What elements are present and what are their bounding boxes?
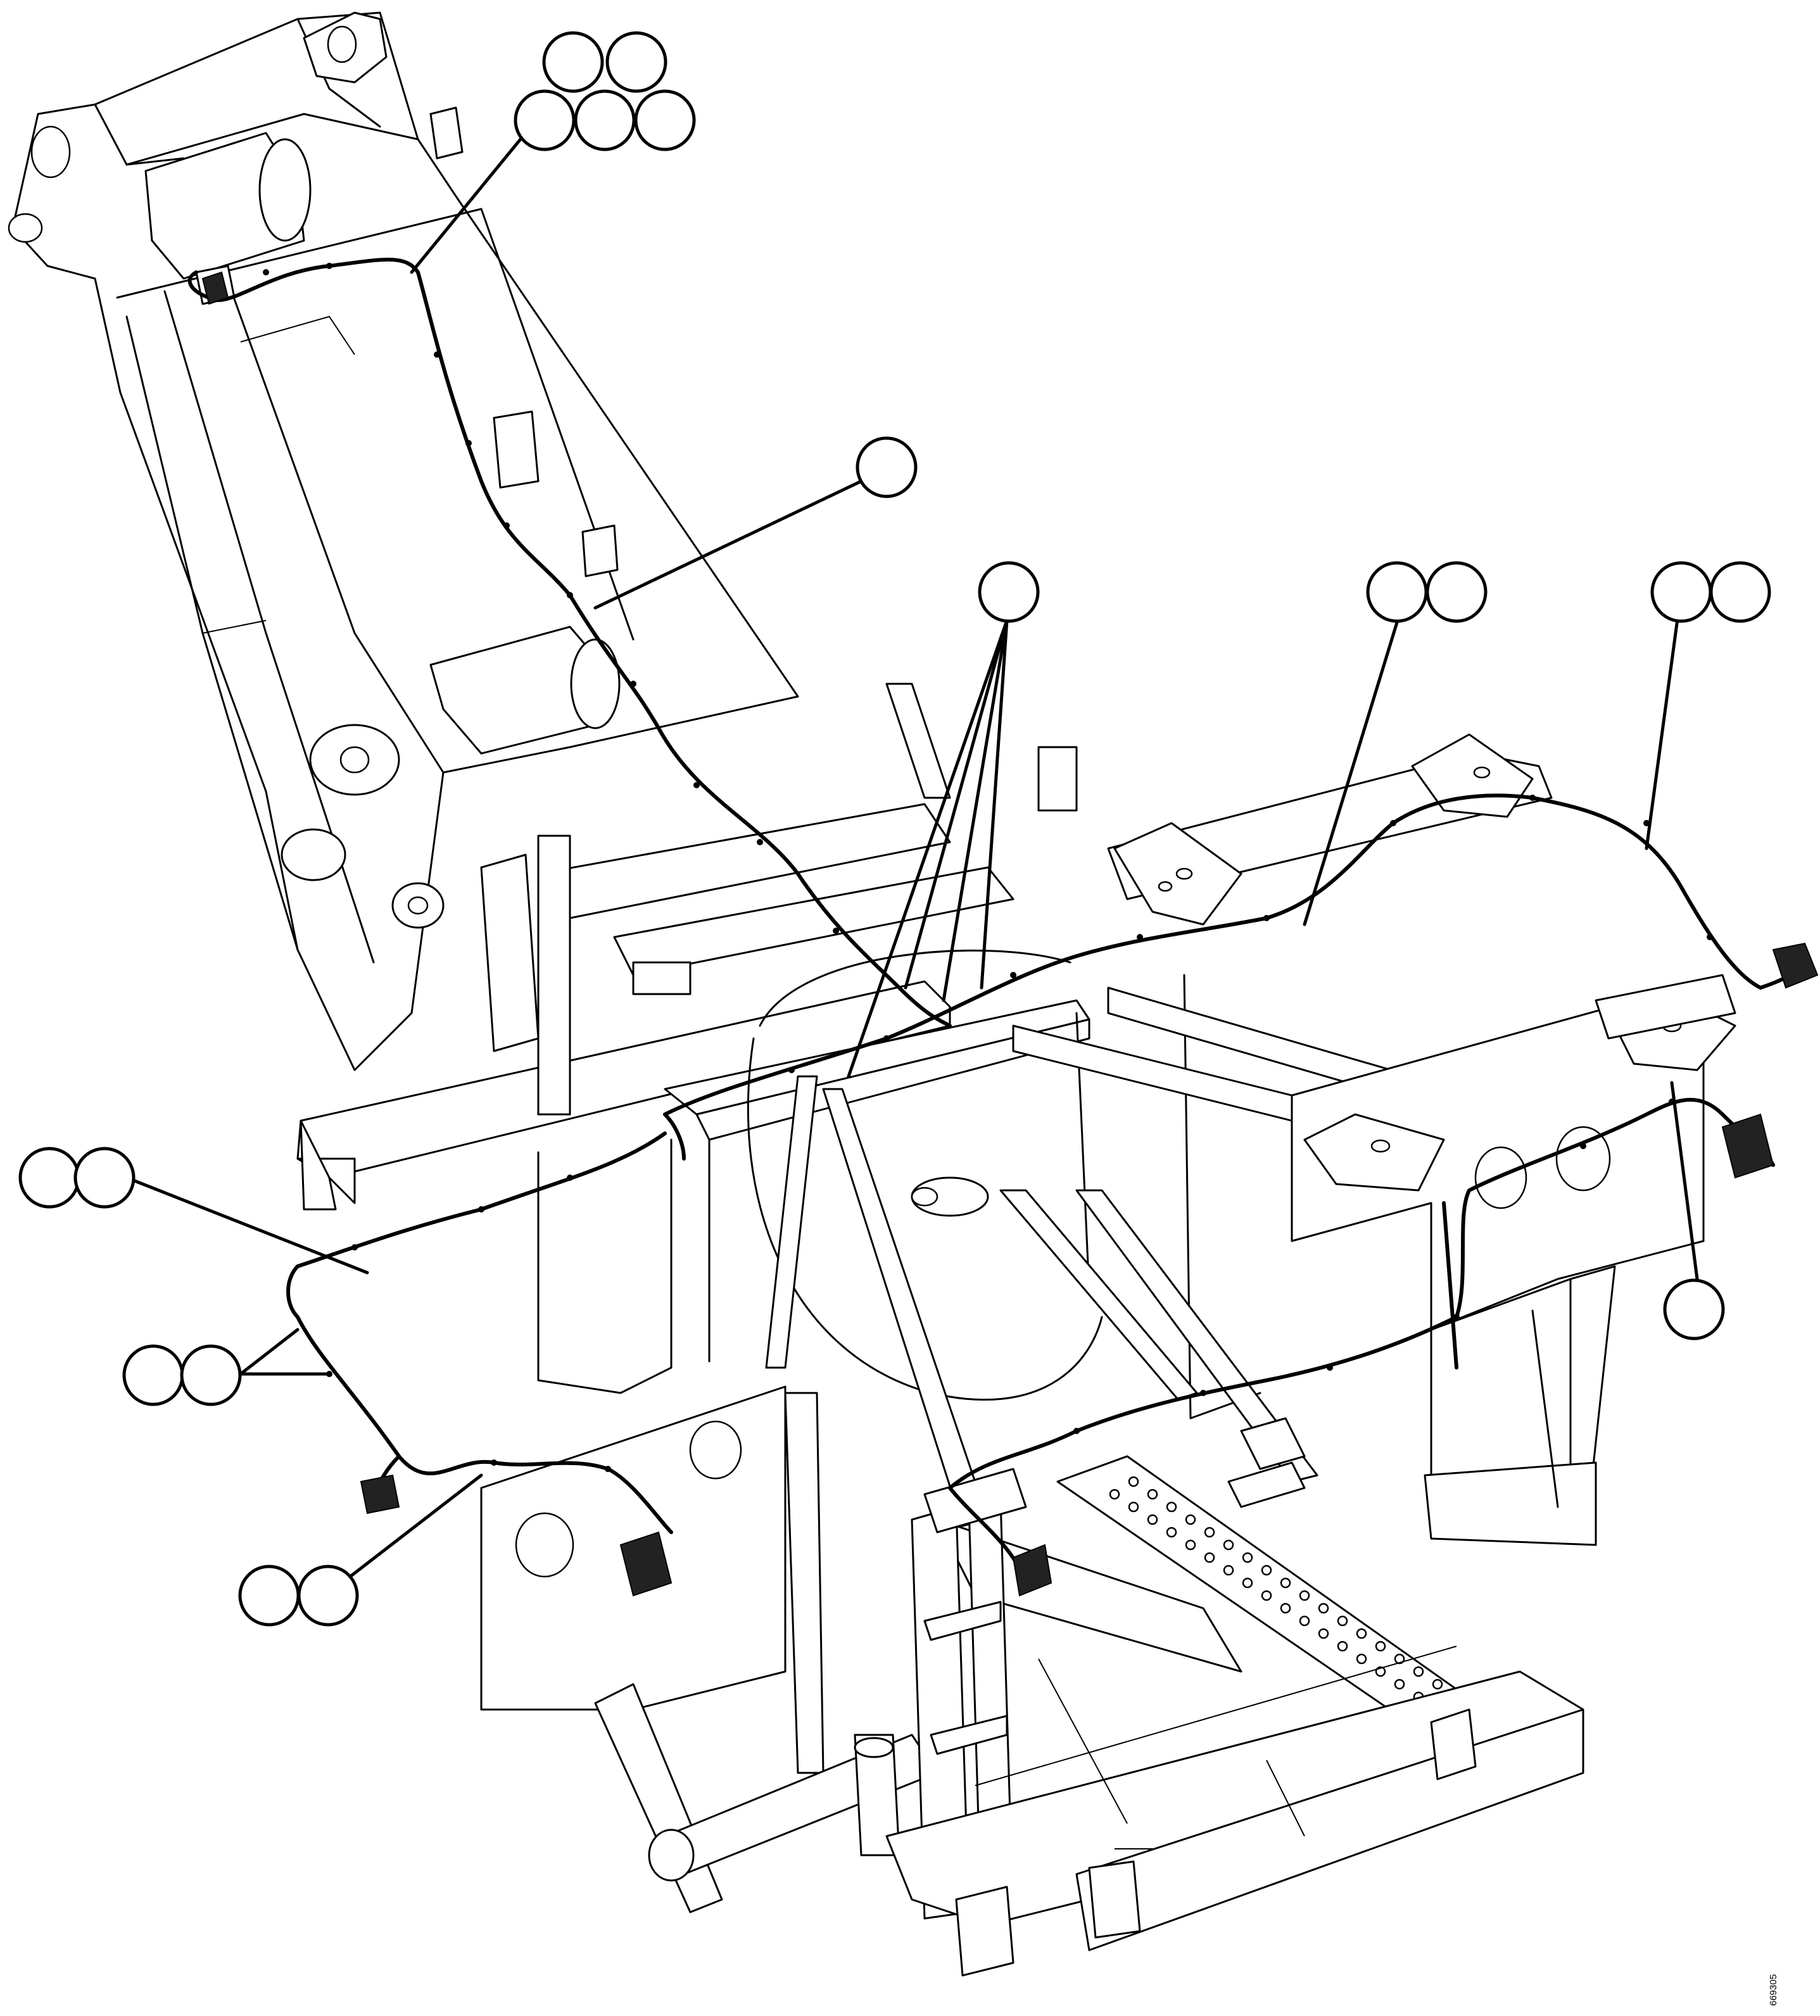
callout-group-rear-right-a <box>1366 561 1488 623</box>
callout-balloon <box>1425 561 1488 623</box>
callout-group-rear-right-b <box>1650 561 1771 623</box>
callout-balloon <box>1650 561 1712 623</box>
callout-balloon <box>605 31 667 93</box>
callout-group-right-lower <box>1663 1278 1725 1340</box>
callout-group-boom-center <box>856 436 918 498</box>
lower-right-harness <box>948 1098 1775 1490</box>
callout-balloon <box>542 31 604 93</box>
cable-harness-routes <box>187 258 1819 1597</box>
harness-clips <box>263 263 1713 1472</box>
callout-group-center <box>978 561 1040 623</box>
access-ladder <box>885 1417 1584 1977</box>
callout-group-left-lower <box>238 1565 359 1627</box>
main-frame <box>296 683 1736 1546</box>
harness-connectors <box>201 271 1819 1597</box>
callout-balloon <box>1366 561 1428 623</box>
callout-balloon <box>122 1344 184 1406</box>
callout-balloon <box>73 1147 136 1209</box>
callout-balloon <box>634 89 696 151</box>
callout-balloon <box>297 1565 359 1627</box>
callout-group-left-middle <box>122 1344 242 1406</box>
callout-balloon <box>978 561 1040 623</box>
callout-balloon <box>180 1344 242 1406</box>
drawing-code-label: 669305 <box>1768 1974 1779 2006</box>
callout-balloon <box>514 89 576 151</box>
callout-balloon <box>1663 1278 1725 1340</box>
callout-leaders <box>125 131 1699 1585</box>
callout-balloon <box>856 436 918 498</box>
callout-balloon <box>18 1147 80 1209</box>
callout-group-left-upper <box>18 1147 136 1209</box>
callout-balloon <box>574 89 636 151</box>
callout-group-top-left <box>514 31 696 151</box>
callout-balloon <box>1709 561 1771 623</box>
callout-balloon <box>238 1565 300 1627</box>
boom-arm <box>8 11 799 1071</box>
